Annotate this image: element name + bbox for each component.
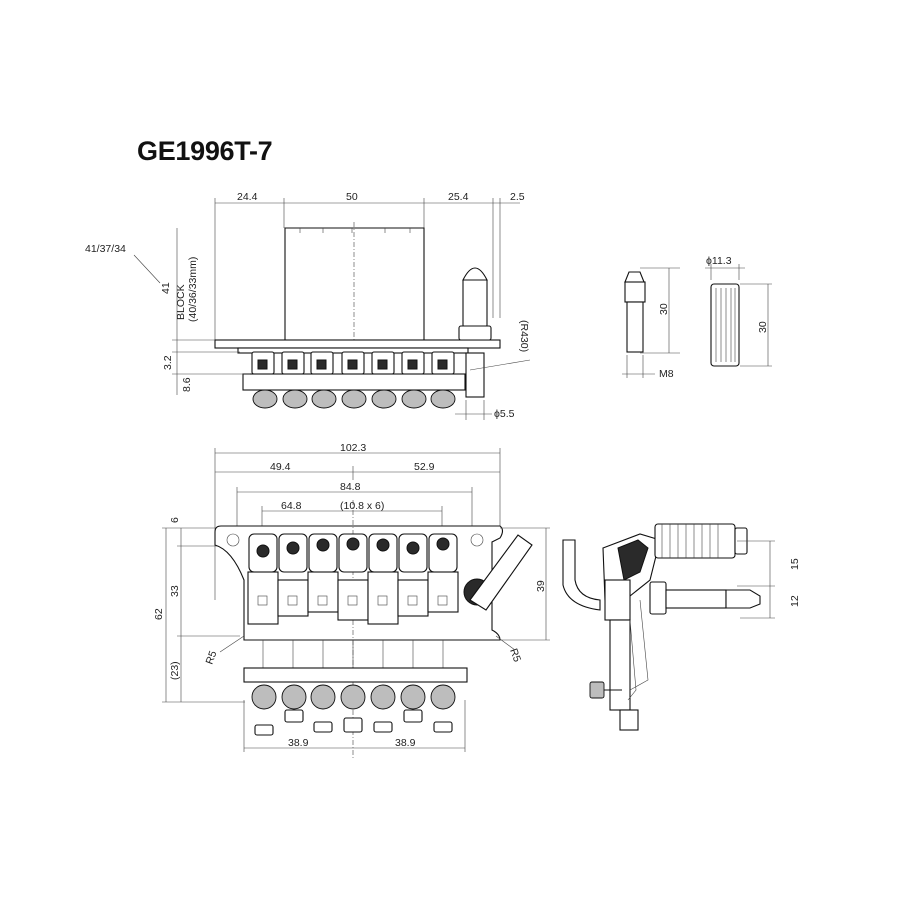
side-view: 15 12 (562, 523, 801, 731)
plan-view: 102.3 49.4 52.9 84.8 64.8 (10.8 x 6) 6 3… (153, 442, 550, 760)
arm-thread: M8 (659, 368, 674, 380)
dim-depth-main: 33 (169, 585, 181, 597)
front-fine-tuners (252, 389, 456, 409)
dim-24-4: 24.4 (237, 191, 258, 203)
dim-edge-offset: 6 (169, 517, 181, 523)
knob-diameter: ϕ11.3 (706, 255, 732, 267)
dim-side-lower: 12 (789, 595, 801, 607)
dim-overall: 102.3 (340, 442, 366, 454)
radius-left: R5 (204, 649, 220, 666)
model-title: GE1996T-7 (137, 136, 273, 166)
block-options: 41/37/34 (85, 243, 126, 255)
dim-saddle-span: 84.8 (340, 481, 361, 493)
knob-length: 30 (757, 321, 769, 333)
plan-fine-tuners (251, 684, 456, 736)
block-height: 41 (160, 282, 172, 294)
arm-length: 30 (658, 303, 670, 315)
dim-string-spacing: (10.8 x 6) (340, 500, 384, 512)
block-sizes: (40/36/33mm) (187, 257, 199, 322)
plan-saddles (243, 533, 468, 683)
dim-50: 50 (346, 191, 358, 203)
dim-depth-rear: (23) (169, 661, 181, 680)
arm-parts: 30 M8 ϕ11.3 30 (622, 255, 772, 380)
dim-side-upper: 15 (789, 558, 801, 570)
dim-left-span: 49.4 (270, 461, 291, 473)
dim-depth-total: 62 (153, 608, 165, 620)
dim-3-2: 3.2 (162, 355, 174, 370)
dim-radius: (R430) (518, 320, 530, 352)
front-view: 24.4 50 25.4 2.5 (85, 191, 531, 420)
radius-right: R5 (507, 647, 523, 664)
dim-8-6: 8.6 (181, 377, 193, 392)
block-label: BLOCK (175, 284, 187, 320)
dim-fine-right: 38.9 (395, 737, 416, 749)
dim-string-span: 64.8 (281, 500, 302, 512)
dim-25-4: 25.4 (448, 191, 469, 203)
dim-arm-depth: 39 (535, 580, 547, 592)
dim-stud-diameter: ϕ5.5 (494, 408, 515, 420)
dim-2-5: 2.5 (510, 191, 525, 203)
front-saddles (242, 351, 466, 391)
dim-right-span: 52.9 (414, 461, 435, 473)
dim-fine-left: 38.9 (288, 737, 309, 749)
